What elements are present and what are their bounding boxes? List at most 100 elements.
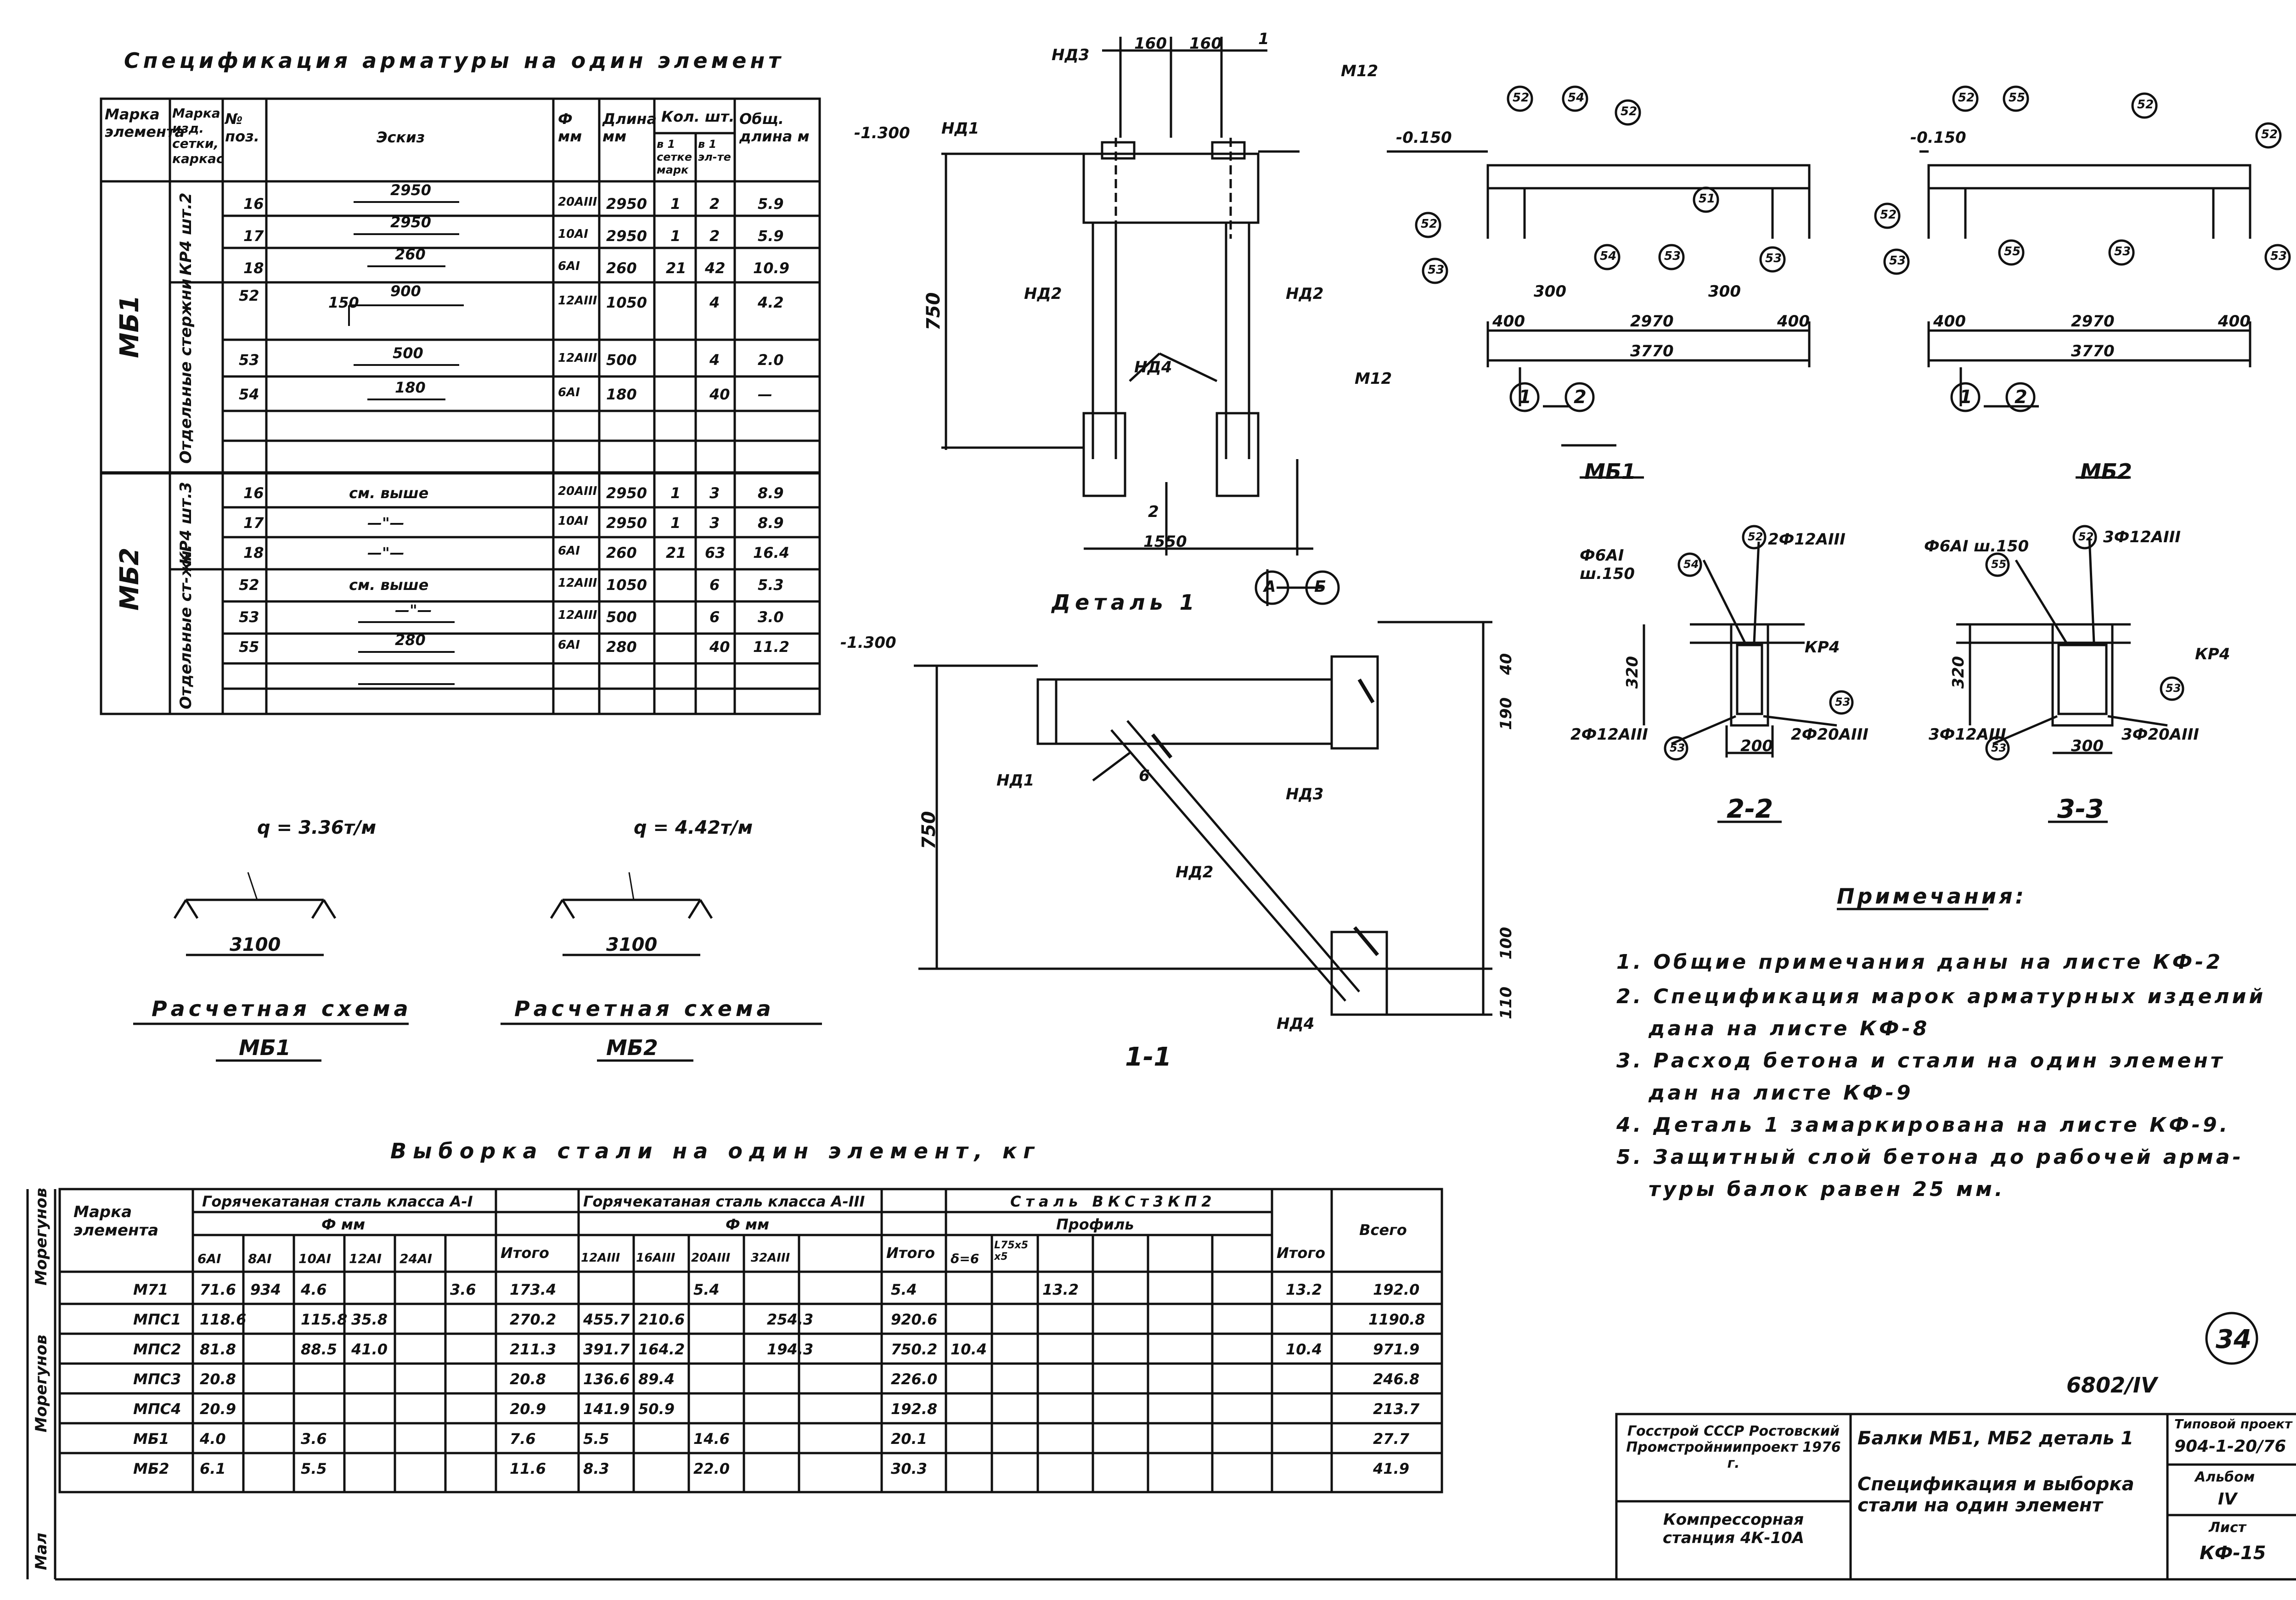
spec-len: 2950 bbox=[606, 227, 647, 245]
axis-mark-b: Б bbox=[1314, 578, 1326, 596]
stamp-sheet-label: Лист bbox=[2209, 1520, 2246, 1536]
detail-level: -1.300 bbox=[840, 634, 896, 652]
spec-pos: 17 bbox=[243, 227, 264, 245]
plan-level-2: -0.150 bbox=[1910, 129, 1966, 147]
spec-title: Спецификация арматуры на один элемент bbox=[124, 48, 784, 73]
note-4: 4. Деталь 1 замаркирована на листе КФ-9. bbox=[1616, 1113, 2230, 1137]
spec-pos: 53 bbox=[239, 351, 259, 369]
spec-header-total-len: Общ. длина м bbox=[739, 110, 810, 145]
spec-len: 2950 bbox=[606, 195, 647, 213]
spec-len: 1050 bbox=[606, 294, 647, 311]
plan-dim-a: 400 bbox=[1492, 312, 1525, 331]
callout: 53 bbox=[1664, 249, 1681, 263]
callout: 53 bbox=[1889, 254, 1906, 268]
steel-cell: 20.8 bbox=[510, 1370, 546, 1388]
s22-callout-2: 54 bbox=[1683, 558, 1699, 571]
steel-col: 6AI bbox=[197, 1251, 221, 1266]
steel-h-vst: Сталь ВКСт3КП2 bbox=[1010, 1193, 1216, 1210]
spec-sketch: —"— bbox=[367, 514, 405, 532]
spec-dia: 10AI bbox=[558, 227, 588, 241]
spec-tot: 8.9 bbox=[758, 514, 784, 532]
steel-cell: 173.4 bbox=[510, 1281, 557, 1298]
steel-col: 12AIII bbox=[581, 1251, 620, 1265]
plan-dim-b: 2970 bbox=[1630, 312, 1674, 331]
steel-cell: 89.4 bbox=[638, 1370, 675, 1388]
spec-b: 6 bbox=[709, 576, 720, 594]
steel-col: δ=6 bbox=[951, 1251, 979, 1266]
steel-col: 12AI bbox=[349, 1251, 382, 1266]
spec-dia: 10AI bbox=[558, 514, 588, 528]
steel-cell: 455.7 bbox=[583, 1311, 630, 1328]
spec-b: 42 bbox=[705, 259, 726, 277]
plan-level-1: -0.150 bbox=[1396, 129, 1452, 147]
s22-callout-3: 53 bbox=[1670, 741, 1685, 754]
spec-header-dia: Ф мм bbox=[558, 110, 582, 145]
spec-header-sketch: Эскиз bbox=[377, 129, 425, 146]
steel-cell: 226.0 bbox=[891, 1370, 938, 1388]
plan2-dim-a: 400 bbox=[1933, 312, 1966, 331]
s33-dim-h: 320 bbox=[1949, 656, 1968, 689]
notes-title: Примечания: bbox=[1837, 884, 2027, 909]
scheme2-title: Расчетная схема bbox=[514, 996, 775, 1021]
spec-b: 40 bbox=[709, 638, 730, 656]
steel-h-all: Всего bbox=[1359, 1221, 1407, 1239]
steel-col: 32AIII bbox=[751, 1251, 790, 1265]
steel-cell: 194.3 bbox=[767, 1341, 814, 1358]
steel-row-mark: МБ1 bbox=[133, 1430, 169, 1448]
detail-title: Деталь 1 bbox=[1052, 590, 1199, 615]
steel-cell: 3.6 bbox=[301, 1430, 327, 1448]
steel-cell: 136.6 bbox=[583, 1370, 630, 1388]
page-number: 34 bbox=[2216, 1325, 2251, 1354]
note-3: 3. Расход бетона и стали на один элемент bbox=[1616, 1049, 2225, 1072]
steel-h-marka: Марка элемента bbox=[73, 1203, 159, 1240]
spec-header-marka-izd: Марка изд. сетки, каркас bbox=[172, 106, 224, 166]
elev-label-m12b: М12 bbox=[1355, 370, 1392, 388]
steel-cell: 20.9 bbox=[510, 1400, 546, 1418]
spec-len: 280 bbox=[606, 638, 637, 656]
callout: 52 bbox=[2137, 98, 2154, 112]
steel-h-fmm-1: Ф мм bbox=[321, 1216, 366, 1233]
steel-cell: 934 bbox=[250, 1281, 281, 1298]
steel-cell: 246.8 bbox=[1373, 1370, 1420, 1388]
callout: 52 bbox=[1421, 217, 1438, 231]
steel-cell: 192.8 bbox=[891, 1400, 938, 1418]
spec-b: 2 bbox=[709, 227, 720, 245]
spec-header-marka: Марка элемента bbox=[105, 106, 185, 140]
callout: 52 bbox=[1621, 105, 1638, 118]
callout: 52 bbox=[1513, 91, 1530, 105]
steel-cell: 270.2 bbox=[510, 1311, 557, 1328]
scheme1-load: q = 3.36т/м bbox=[257, 817, 377, 838]
steel-col: 10AI bbox=[298, 1251, 332, 1266]
steel-cell: 27.7 bbox=[1373, 1430, 1409, 1448]
detail-dim-b1: 100 bbox=[1497, 927, 1515, 960]
s33-callout-1: 52 bbox=[2078, 530, 2094, 543]
spec-pos: 18 bbox=[243, 259, 264, 277]
spec-sketch: 900 bbox=[390, 282, 421, 300]
steel-cell: 20.9 bbox=[200, 1400, 236, 1418]
spec-len: 260 bbox=[606, 544, 637, 561]
stamp-sheet: КФ-15 bbox=[2200, 1543, 2266, 1564]
stamp-album: IV bbox=[2218, 1490, 2237, 1509]
plan-dim-c: 400 bbox=[1777, 312, 1810, 331]
steel-col: 20AIII bbox=[691, 1251, 731, 1265]
spec-dia: 12AIII bbox=[558, 294, 597, 308]
spec-tot: 8.9 bbox=[758, 484, 784, 502]
steel-cell: 11.6 bbox=[510, 1460, 546, 1477]
plan-dim-d: 3770 bbox=[1630, 342, 1674, 360]
note-3b: дан на листе КФ-9 bbox=[1649, 1081, 1913, 1105]
callout: 52 bbox=[1880, 208, 1897, 222]
section-11: 1-1 bbox=[1125, 1042, 1172, 1072]
elev-dim-h: 750 bbox=[923, 292, 944, 331]
steel-cell: 920.6 bbox=[891, 1311, 938, 1328]
steel-cell: 71.6 bbox=[200, 1281, 236, 1298]
steel-cell: 50.9 bbox=[638, 1400, 675, 1418]
scheme2-mark: МБ2 bbox=[606, 1035, 658, 1060]
steel-cell: 88.5 bbox=[301, 1341, 337, 1358]
code-ref: 6802/IV bbox=[2066, 1373, 2157, 1398]
elev-label-nd2a: НД2 bbox=[1024, 285, 1062, 303]
spec-dia: 12AIII bbox=[558, 608, 597, 622]
s33-callout-3: 53 bbox=[1991, 741, 2007, 754]
steel-cell: 8.3 bbox=[583, 1460, 609, 1477]
steel-cell: 13.2 bbox=[1286, 1281, 1322, 1298]
